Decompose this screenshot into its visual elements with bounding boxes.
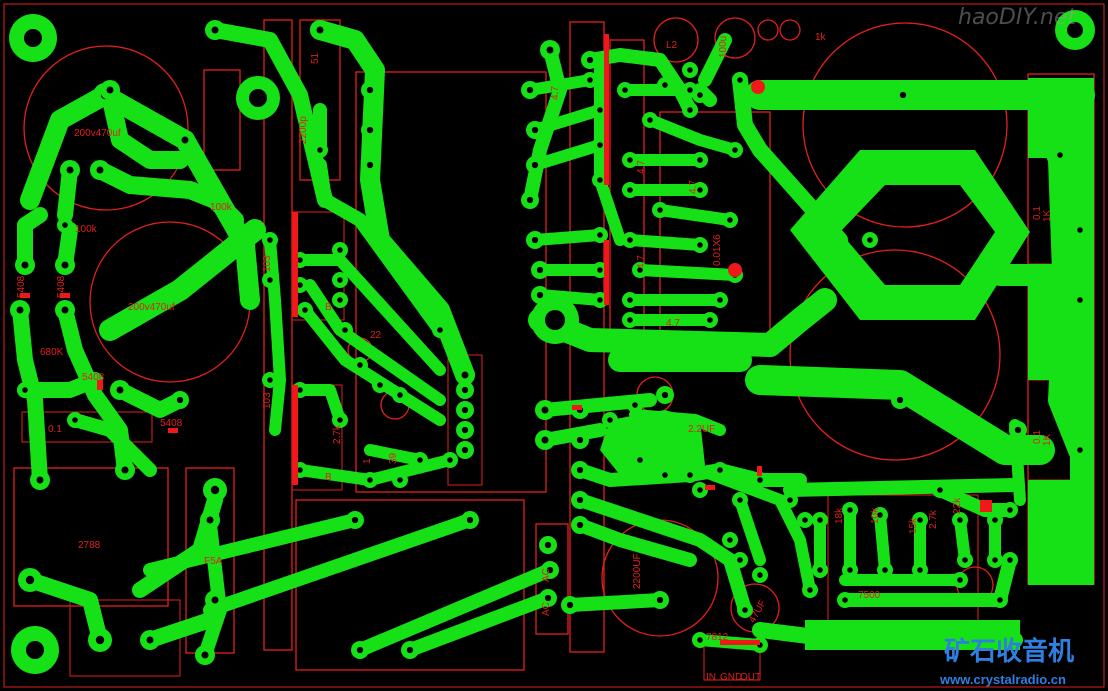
res-label-18k: 18k bbox=[834, 507, 845, 524]
res-label-4.7-a: 4.7 bbox=[550, 86, 561, 100]
watermark-text: haoDIY.net bbox=[958, 5, 1077, 30]
res-label-b-b: B bbox=[325, 472, 332, 483]
res-label-2.7k-right: 2.7k bbox=[928, 509, 939, 529]
res-label-b-a: B bbox=[325, 302, 332, 313]
res-label-4.7-b: 4.7 bbox=[636, 160, 647, 174]
cap-label-2200p: 2200p bbox=[298, 116, 309, 144]
mounting-holes bbox=[9, 10, 1095, 674]
diode-label-5408-a: 5408 bbox=[16, 275, 27, 298]
res-label-100k-a: 100k bbox=[210, 202, 233, 213]
res-label-0.1-right-b: 0.1 bbox=[1032, 430, 1043, 444]
res-label-100k-b: 100k bbox=[75, 224, 98, 235]
cap-label-200v470uf-top: 200v470uf bbox=[74, 128, 121, 139]
res-label-0.1: 0.1 bbox=[48, 424, 62, 435]
logo-url: www.crystalradio.cn bbox=[939, 672, 1066, 687]
connector-label-ac-1: AC bbox=[541, 602, 552, 616]
res-label-1k-right-b: 1K bbox=[1042, 433, 1053, 446]
inductor-label-l2: L2 bbox=[666, 40, 678, 51]
regulator-label-7812: 7812 bbox=[706, 632, 729, 643]
res-label-103-a: 103 bbox=[262, 255, 273, 272]
component-markers bbox=[20, 34, 992, 645]
regulator-pin-gnd: GND bbox=[720, 672, 742, 683]
silkscreen-labels: 200v470uf 200v470uf 100k 100k 680K 5408 … bbox=[16, 32, 1053, 683]
res-label-51: 51 bbox=[310, 52, 321, 64]
res-label-1k-right-a: 1K bbox=[1042, 209, 1053, 222]
copper-pours bbox=[600, 78, 1094, 650]
diode-label-5408-c: 5408 bbox=[82, 372, 105, 383]
cap-label-2.2uf: 2.2UF bbox=[688, 424, 715, 435]
res-label-1: 1 bbox=[362, 458, 373, 464]
res-label-4.7-d: 4.7 bbox=[636, 255, 647, 269]
regulator-pin-in: IN bbox=[706, 672, 716, 683]
res-label-1k-top: 1k bbox=[815, 32, 827, 43]
regulator-pin-out: OUT bbox=[740, 672, 761, 683]
ic-label-7500: 7500 bbox=[858, 590, 881, 601]
res-label-39: 39 bbox=[388, 452, 399, 464]
cap-label-2200uf: 2200UF bbox=[632, 553, 643, 589]
site-logo: 矿石收音机 www.crystalradio.cn bbox=[939, 636, 1074, 687]
res-label-103-b: 103 bbox=[262, 392, 273, 409]
res-label-2.7k: 2.7k bbox=[332, 424, 343, 444]
res-label-4.7-c: 4.7 bbox=[688, 180, 699, 194]
res-label-680k: 680K bbox=[40, 347, 64, 358]
cap-label-0.01x6: 0.01X6 bbox=[712, 234, 723, 266]
diode-label-5408-b: 5408 bbox=[56, 275, 67, 298]
res-label-22k: 22k bbox=[952, 497, 963, 514]
res-label-10k: 10k bbox=[870, 507, 881, 524]
connector-label-ac-2: AC bbox=[541, 568, 552, 582]
res-label-15k: 15k bbox=[908, 517, 919, 534]
res-label-4.7-e: 4.7 bbox=[666, 318, 680, 329]
fuse-label-f5a: F5A bbox=[204, 556, 223, 567]
logo-title: 矿石收音机 bbox=[944, 636, 1074, 667]
res-label-0.1-right-a: 0.1 bbox=[1032, 206, 1043, 220]
cap-label-200v470uf-mid: 200v470uf bbox=[128, 302, 175, 313]
transistor-label-2788: 2788 bbox=[78, 540, 101, 551]
cap-label-100u: 100u bbox=[718, 36, 729, 58]
watermark: haoDIY.net bbox=[958, 5, 1077, 30]
res-label-22: 22 bbox=[370, 330, 382, 341]
pads bbox=[10, 20, 1088, 665]
diode-label-5408-d: 5408 bbox=[160, 418, 183, 429]
